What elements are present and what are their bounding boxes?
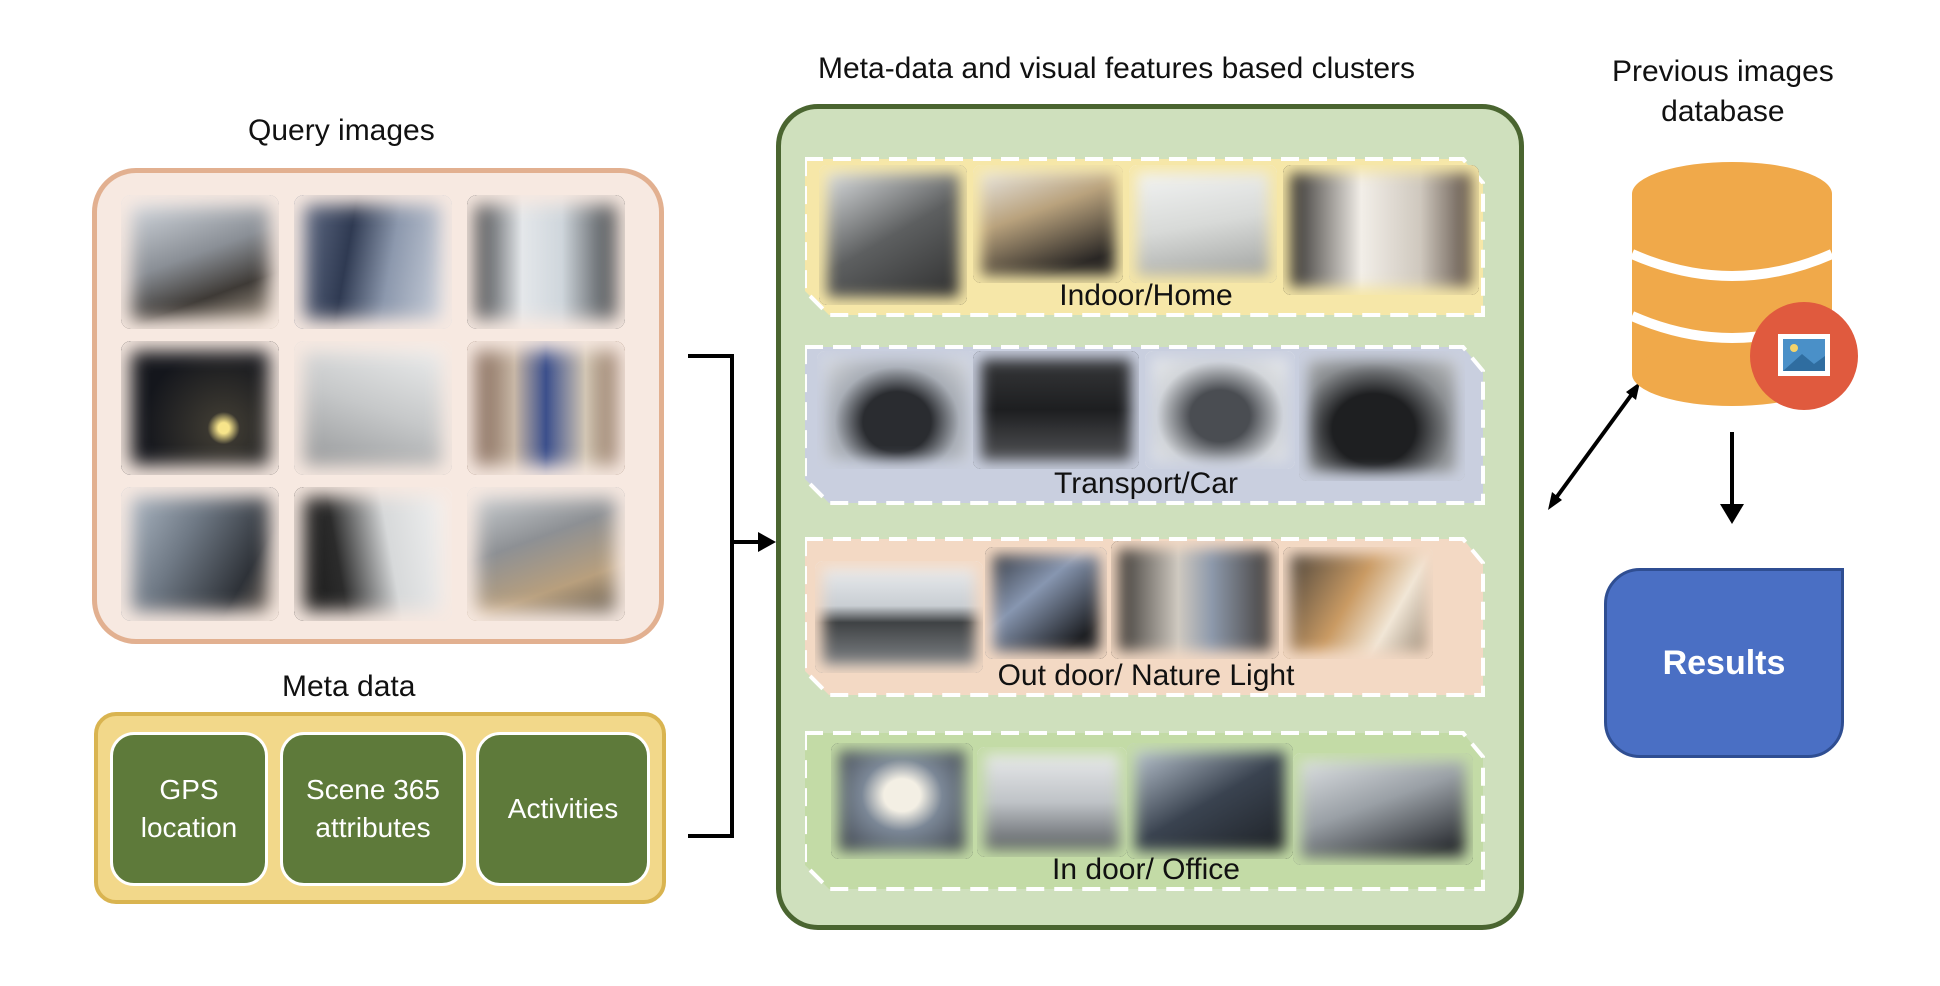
query-image xyxy=(467,341,625,475)
bidirectional-arrow-icon xyxy=(1548,382,1640,510)
cluster-indoor-home: Indoor/Home xyxy=(805,153,1487,321)
query-images-title: Query images xyxy=(248,114,435,147)
bracket-connector xyxy=(688,354,776,838)
cluster-label: In door/ Office xyxy=(1052,853,1240,886)
cluster-image xyxy=(1283,547,1433,659)
query-image xyxy=(294,341,452,475)
cluster-image xyxy=(1129,165,1277,283)
clusters-panel: Indoor/Home Transport/Car Out door/ Natu… xyxy=(776,104,1524,930)
cluster-image xyxy=(1145,351,1295,469)
arrow-right-icon xyxy=(758,532,776,552)
cluster-image xyxy=(819,165,967,305)
database-icon xyxy=(1629,162,1858,410)
cluster-indoor-office: In door/ Office xyxy=(805,727,1487,895)
query-image xyxy=(467,195,625,329)
cluster-image xyxy=(815,561,983,673)
cluster-label: Out door/ Nature Light xyxy=(997,659,1295,692)
cluster-image xyxy=(817,351,977,469)
cluster-transport-car: Transport/Car xyxy=(805,341,1487,509)
cluster-outdoor-nature-light: Out door/ Nature Light xyxy=(805,533,1487,701)
results-box: Results xyxy=(1604,568,1844,758)
cluster-label: Indoor/Home xyxy=(1059,279,1233,312)
cluster-image xyxy=(1299,351,1465,481)
arrow-down-icon xyxy=(1720,432,1744,524)
cluster-image xyxy=(831,743,973,859)
query-image xyxy=(294,487,452,621)
meta-activities: Activities xyxy=(476,732,650,886)
query-image xyxy=(294,195,452,329)
database-title: Previous images database xyxy=(1612,55,1834,128)
meta-data-title: Meta data xyxy=(282,670,416,703)
cluster-image xyxy=(973,351,1139,469)
query-image xyxy=(121,195,279,329)
cluster-label: Transport/Car xyxy=(1054,467,1238,500)
cluster-image xyxy=(977,747,1127,857)
cluster-image xyxy=(1127,743,1293,859)
query-image xyxy=(467,487,625,621)
query-image xyxy=(121,487,279,621)
clusters-title: Meta-data and visual features based clus… xyxy=(818,52,1415,85)
query-images-panel xyxy=(92,168,664,644)
cluster-image xyxy=(1111,541,1279,659)
cluster-image xyxy=(973,165,1123,283)
query-image xyxy=(121,341,279,475)
cluster-image xyxy=(1283,165,1479,295)
image-icon xyxy=(1750,302,1858,410)
cluster-image xyxy=(1293,753,1473,865)
cluster-image xyxy=(985,547,1107,659)
